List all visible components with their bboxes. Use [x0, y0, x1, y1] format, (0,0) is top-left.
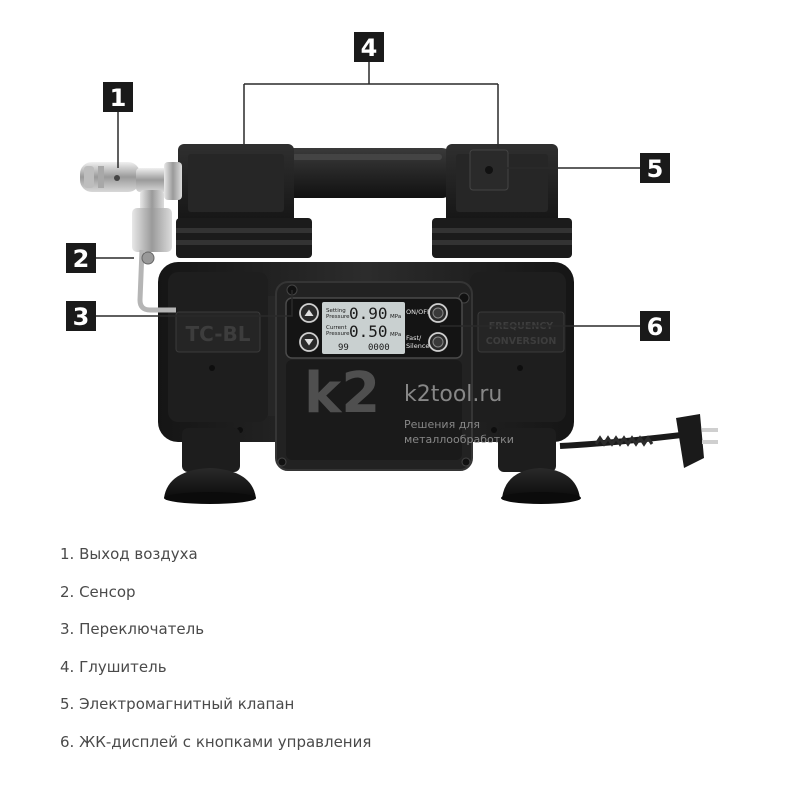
fast-silence-label-2: Silence: [406, 342, 429, 350]
rubber-feet: [164, 428, 581, 504]
carry-handle: [282, 148, 452, 198]
air-outlet: [80, 162, 182, 212]
callout-1: 1: [103, 82, 133, 112]
lcd-current-label-2: Pressure: [326, 331, 350, 337]
leader-line-3: [96, 290, 293, 317]
parts-legend: 1. Выход воздуха 2. Сенсор 3. Переключат…: [60, 541, 371, 766]
control-panel: Setting Pressure 0.90 MPa Current Pressu…: [285, 297, 463, 359]
compressor-diagram: TC-BL FREQUENCY CONVERSION: [66, 32, 718, 504]
callout-2-label: 2: [73, 245, 90, 273]
arrow-up-icon: [304, 309, 314, 316]
watermark-tagline-1: Решения для: [404, 418, 480, 431]
callout-1-label: 1: [110, 84, 127, 112]
callout-3-label: 3: [73, 303, 90, 331]
callout-4-label: 4: [361, 34, 378, 62]
lcd-current-value: 0.50: [349, 322, 388, 341]
pressure-up-button[interactable]: [299, 303, 319, 323]
lcd-setting-value: 0.90: [349, 304, 388, 323]
legend-item-sensor: 2. Сенсор: [60, 582, 136, 601]
leader-line-4: [243, 62, 499, 148]
lcd-unit-2: MPa: [390, 332, 401, 338]
power-plug: [676, 414, 704, 468]
on-off-label: ON/OFF: [406, 308, 431, 316]
legend-item-muffler: 4. Глушитель: [60, 657, 167, 676]
watermark-logo: k2: [304, 361, 380, 426]
legend-item-lcd-display: 6. ЖК-дисплей с кнопками управления: [60, 732, 372, 751]
pressure-down-button[interactable]: [299, 332, 319, 352]
lcd-unit-1: MPa: [390, 314, 401, 320]
on-off-button[interactable]: [428, 303, 448, 323]
watermark: k2 k2tool.ru Решения для металлообработк…: [304, 361, 514, 446]
solenoid-valve: [469, 149, 509, 191]
lcd-setting-label-2: Pressure: [326, 314, 350, 320]
muffler-left: [176, 144, 312, 258]
brand-plate-text: TC-BL: [185, 322, 250, 346]
callout-2: 2: [66, 243, 96, 273]
callout-3: 3: [66, 301, 96, 331]
legend-item-switch: 3. Переключатель: [60, 620, 205, 638]
callout-5: 5: [640, 153, 670, 183]
callout-4: 4: [354, 32, 384, 62]
lcd-counter-left: 99: [338, 343, 349, 353]
arrow-down-icon: [304, 339, 314, 346]
callout-6-label: 6: [647, 313, 664, 341]
watermark-site: k2tool.ru: [404, 382, 502, 407]
leader-lines: [96, 62, 640, 327]
power-cord: [559, 414, 718, 468]
fast-silence-button[interactable]: [428, 332, 448, 352]
lcd-display: Setting Pressure 0.90 MPa Current Pressu…: [322, 302, 405, 354]
right-plate-line2: CONVERSION: [486, 336, 557, 347]
lcd-counter-right: 0000: [368, 343, 390, 353]
brand-plate-left: TC-BL: [175, 311, 261, 353]
fast-silence-label-1: Fast/: [406, 334, 422, 342]
brand-plate-right: FREQUENCY CONVERSION: [477, 311, 565, 353]
pressure-sensor: [132, 208, 176, 313]
callout-5-label: 5: [647, 155, 664, 183]
watermark-tagline-2: металлообработки: [404, 433, 514, 446]
legend-item-solenoid-valve: 5. Электромагнитный клапан: [60, 695, 295, 713]
callout-6: 6: [640, 311, 670, 341]
compressor-illustration: TC-BL FREQUENCY CONVERSION: [80, 144, 718, 504]
legend-item-air-outlet: 1. Выход воздуха: [60, 545, 198, 563]
lcd-current-label-1: Current: [326, 325, 348, 331]
lcd-setting-label-1: Setting: [326, 308, 346, 314]
